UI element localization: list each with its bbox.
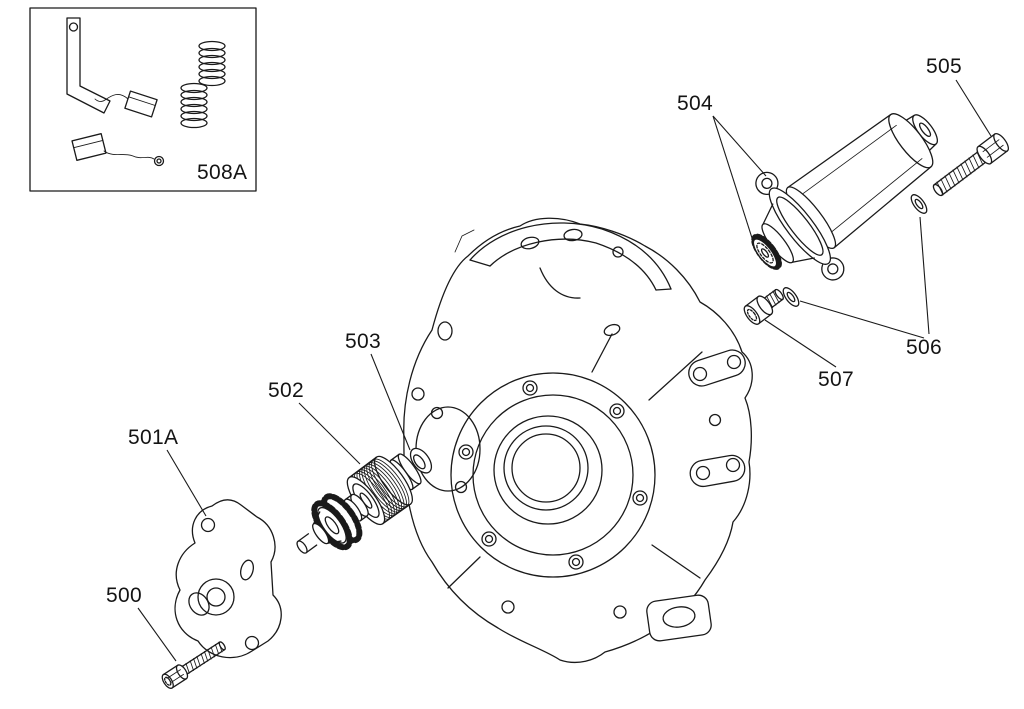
leader-line-504a bbox=[712, 115, 767, 177]
part-label-505: 505 bbox=[926, 55, 962, 78]
leader-line-506b bbox=[799, 300, 925, 339]
bolt-505-drawing bbox=[932, 132, 1010, 197]
brush-kit-inset-drawing bbox=[29, 7, 257, 192]
leader-lines bbox=[137, 79, 992, 662]
washer-506a-drawing bbox=[910, 194, 928, 214]
part-label-500: 500 bbox=[106, 584, 142, 607]
leader-line-505 bbox=[955, 79, 992, 137]
bolt-500-drawing bbox=[161, 641, 226, 689]
part-label-504: 504 bbox=[677, 92, 713, 115]
starter-drive-gear-drawing bbox=[296, 447, 433, 554]
part-label-508A: 508A bbox=[197, 161, 248, 184]
cover-plate-drawing bbox=[174, 499, 282, 659]
crankcase-drawing bbox=[403, 217, 753, 664]
part-label-503: 503 bbox=[345, 330, 381, 353]
washer-506b-drawing bbox=[782, 287, 800, 307]
leader-line-501A bbox=[166, 449, 207, 517]
leader-line-500 bbox=[137, 607, 177, 662]
leader-line-506a bbox=[919, 216, 930, 335]
part-label-507: 507 bbox=[818, 368, 854, 391]
part-label-506: 506 bbox=[906, 336, 942, 359]
bolt-507-drawing bbox=[743, 288, 784, 325]
starter-motor-drawing bbox=[751, 113, 938, 281]
leader-line-504b bbox=[712, 115, 753, 239]
leader-line-502 bbox=[298, 402, 361, 465]
leader-line-507 bbox=[764, 319, 837, 368]
part-label-502: 502 bbox=[268, 379, 304, 402]
leader-line-503 bbox=[370, 353, 411, 451]
part-label-501A: 501A bbox=[128, 426, 179, 449]
